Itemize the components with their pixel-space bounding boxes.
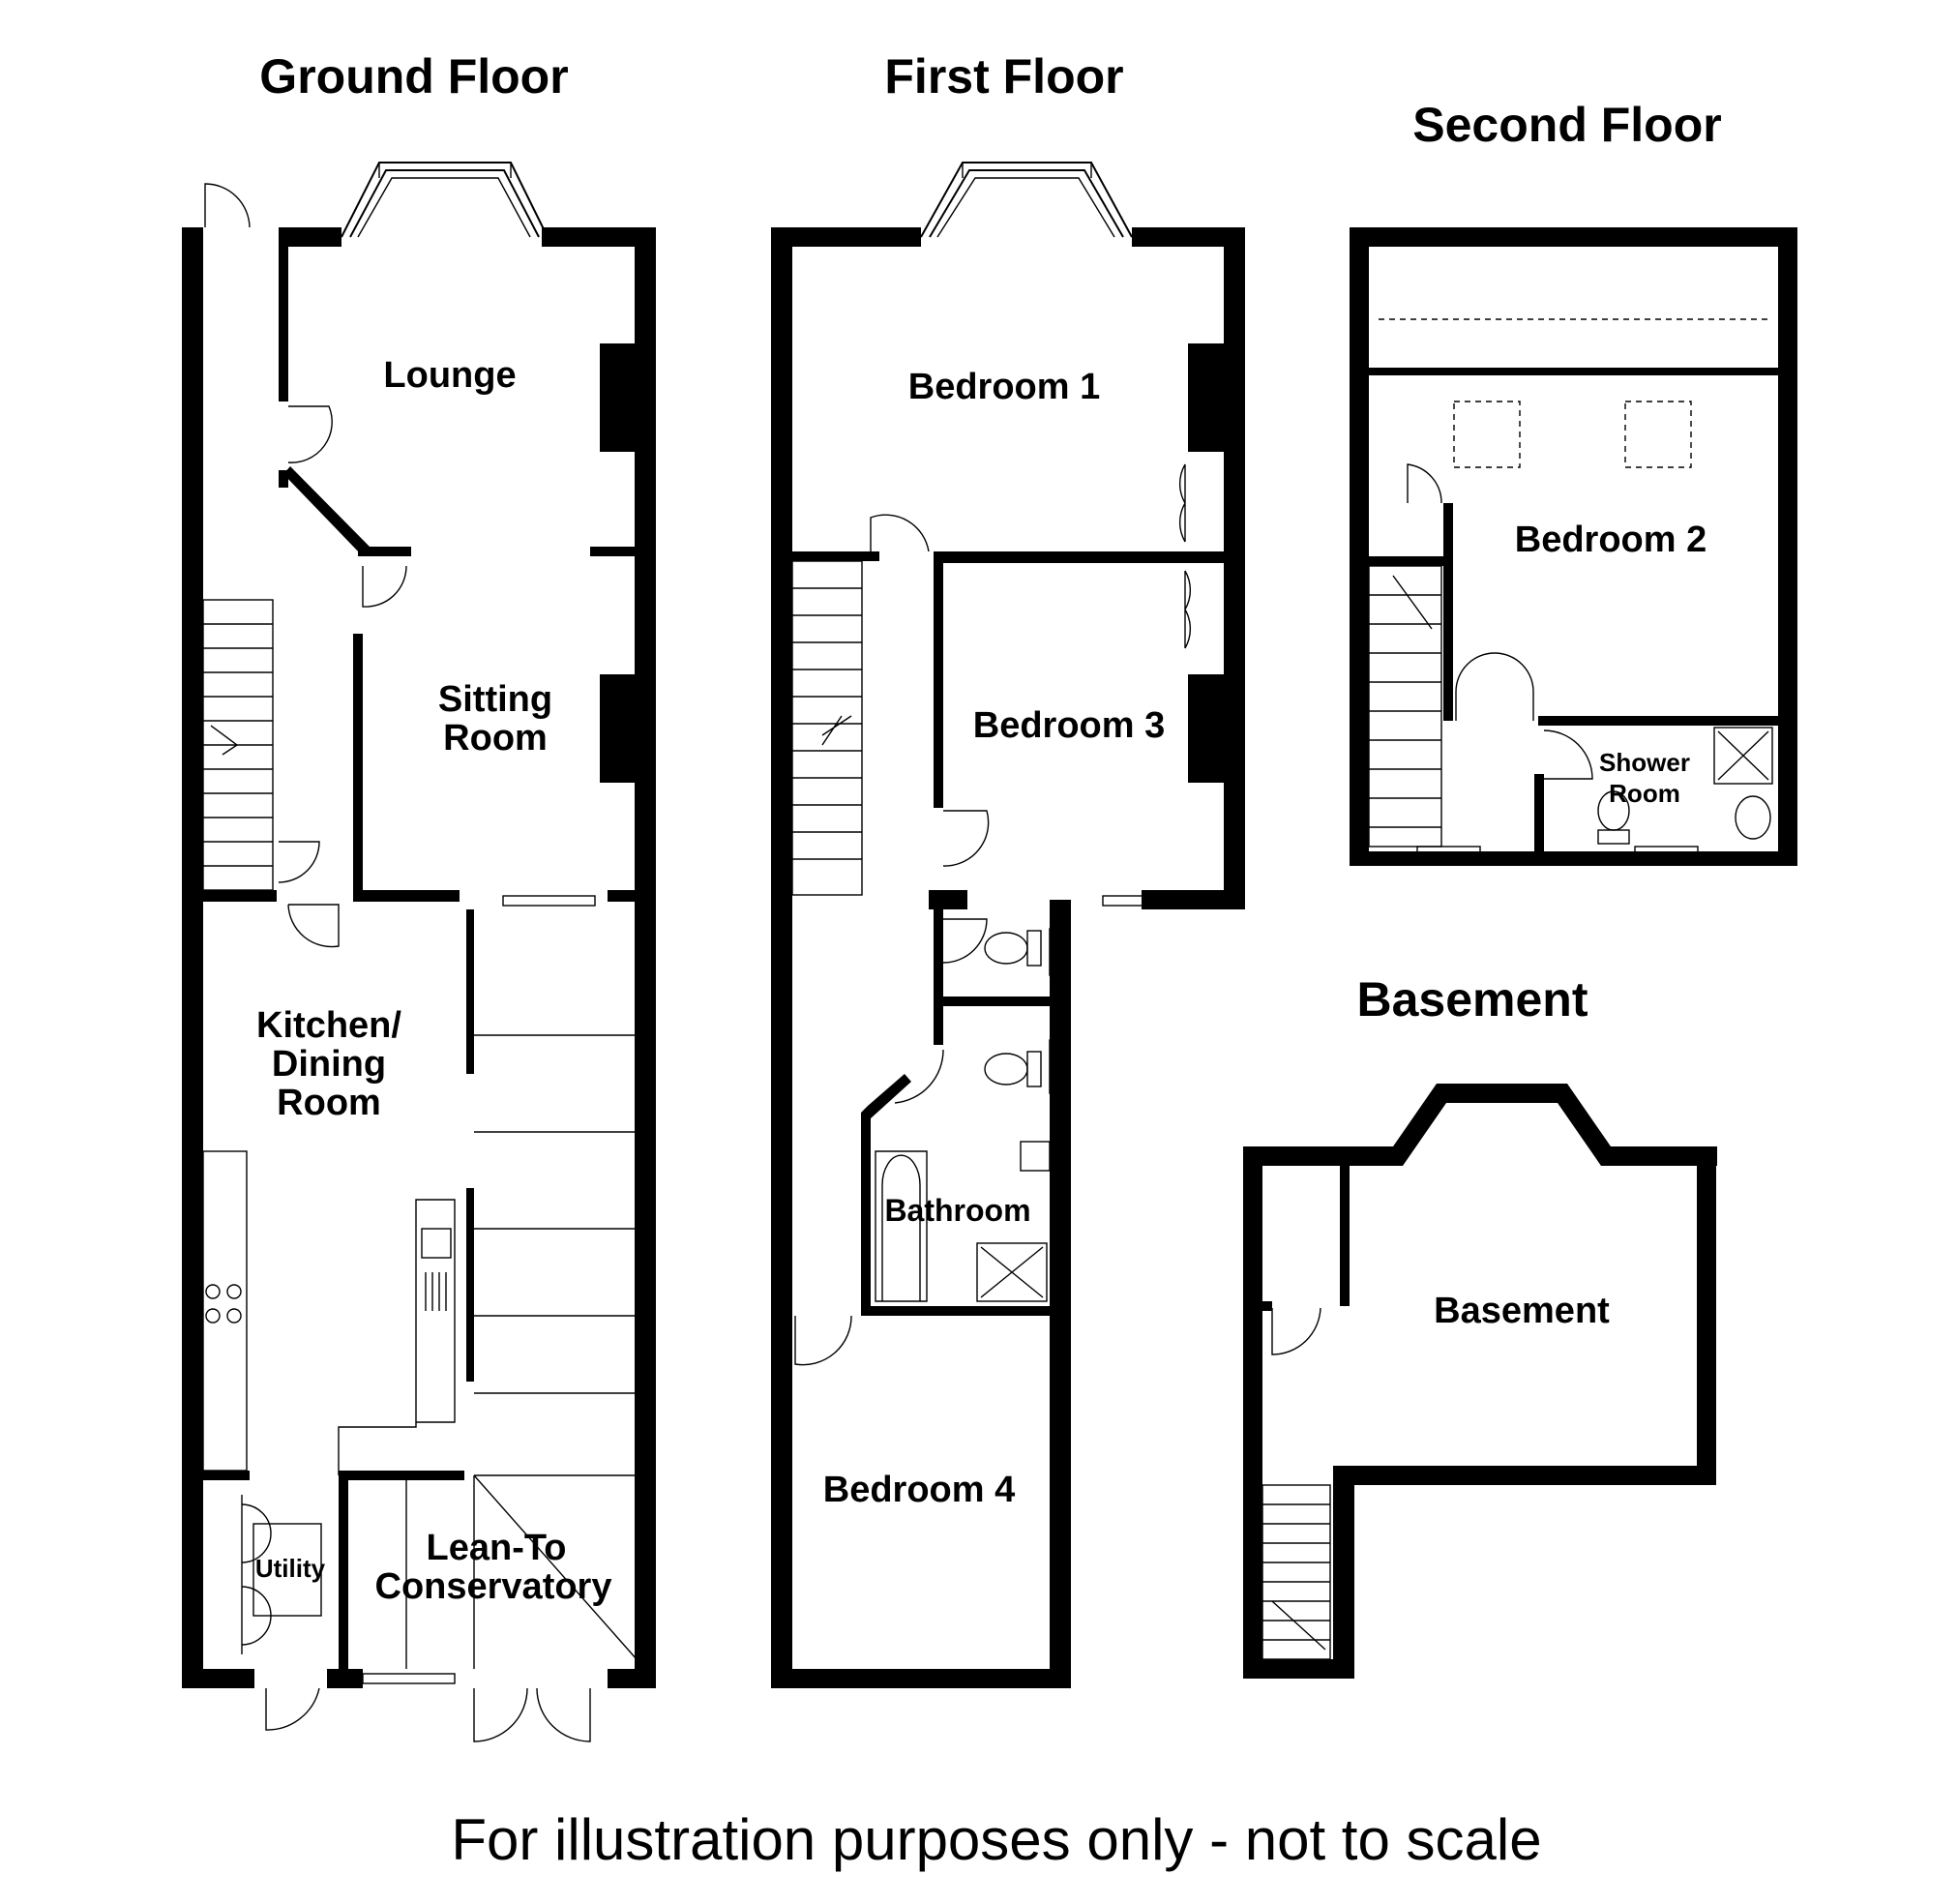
- disclaimer: For illustration purposes only - not to …: [451, 1807, 1541, 1872]
- basement-title: Basement: [1357, 972, 1588, 1026]
- ground-floor-title: Ground Floor: [259, 49, 568, 104]
- room-label-bathroom: Bathroom: [884, 1193, 1030, 1228]
- room-label-lounge: Lounge: [383, 355, 516, 396]
- room-label-sitting-line2: Room: [443, 718, 548, 759]
- room-label-sitting-line1: Sitting: [438, 679, 552, 720]
- room-label-bedroom-2: Bedroom 2: [1515, 520, 1707, 560]
- room-label-utility: Utility: [255, 1554, 326, 1583]
- room-label-kitchen-line2: Dining: [272, 1044, 386, 1085]
- first-floor-title: First Floor: [884, 49, 1123, 104]
- room-label-shower-line1: Shower: [1599, 748, 1690, 777]
- room-label-leanto-line1: Lean-To: [427, 1528, 567, 1568]
- room-label-basement: Basement: [1434, 1291, 1610, 1331]
- room-label-kitchen-line1: Kitchen/: [256, 1005, 401, 1046]
- room-label-shower-line2: Room: [1609, 779, 1680, 808]
- second-floor-title: Second Floor: [1412, 98, 1721, 152]
- basement-plan: [1243, 1084, 1717, 1679]
- room-label-leanto-line2: Conservatory: [375, 1566, 612, 1607]
- room-label-bedroom-4: Bedroom 4: [823, 1470, 1015, 1510]
- second-floor-plan: [1350, 227, 1797, 866]
- first-floor-plan: [771, 162, 1245, 1688]
- room-label-kitchen-line3: Room: [277, 1083, 381, 1123]
- ground-floor-plan: [182, 162, 656, 1742]
- room-label-bedroom-1: Bedroom 1: [908, 367, 1100, 407]
- room-label-bedroom-3: Bedroom 3: [973, 705, 1165, 746]
